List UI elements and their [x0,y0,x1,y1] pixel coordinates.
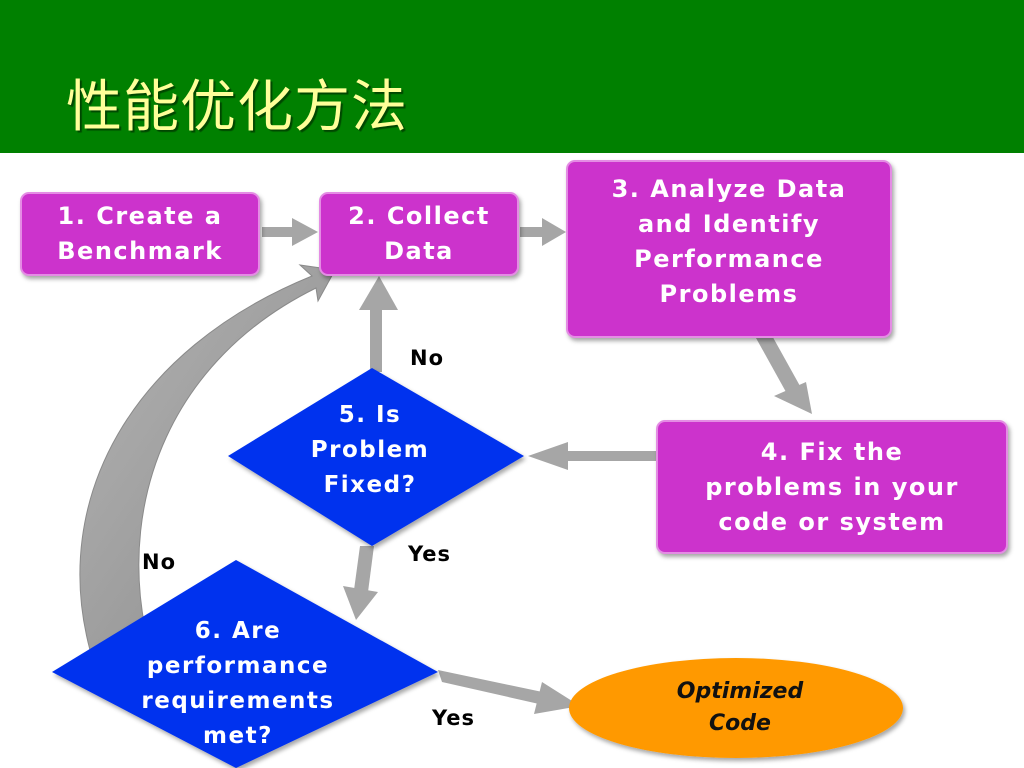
result-optimized-code: Optimized Code [676,679,804,736]
step-4-fix-problems: 4. Fix the problems in your code or syst… [656,420,1008,554]
arrow-step1-to-step2 [262,218,318,246]
step-2-collect-data: 2. Collect Data [319,192,519,276]
decision-5-label: 5. Is Problem Fixed? [310,402,430,498]
step-3-analyze-data: 3. Analyze Data and Identify Performance… [566,160,892,338]
slide-title: 性能优化方法 [66,75,408,140]
label-no-decision-5: No [410,346,445,370]
label-yes-decision-6: Yes [432,706,476,730]
arrow-step2-to-step3 [520,218,566,246]
arrow-step4-to-decision5 [528,442,656,470]
result-oval-shape [569,658,903,758]
label-no-decision-6: No [142,550,177,574]
label-yes-decision-5: Yes [408,542,452,566]
decision-6-shape [52,560,438,768]
arrow-decision6-yes-to-result [438,670,580,714]
arrow-step3-to-step4 [756,332,812,414]
decision-6-label: 6. Are performance requirements met? [141,618,335,749]
arrow-decision5-yes-to-decision6 [343,546,378,620]
title-bar [0,0,1024,153]
arrow-decision5-no-to-step2 [359,276,398,372]
decision-5-shape [228,368,524,546]
step-1-create-benchmark: 1. Create a Benchmark [20,192,260,276]
